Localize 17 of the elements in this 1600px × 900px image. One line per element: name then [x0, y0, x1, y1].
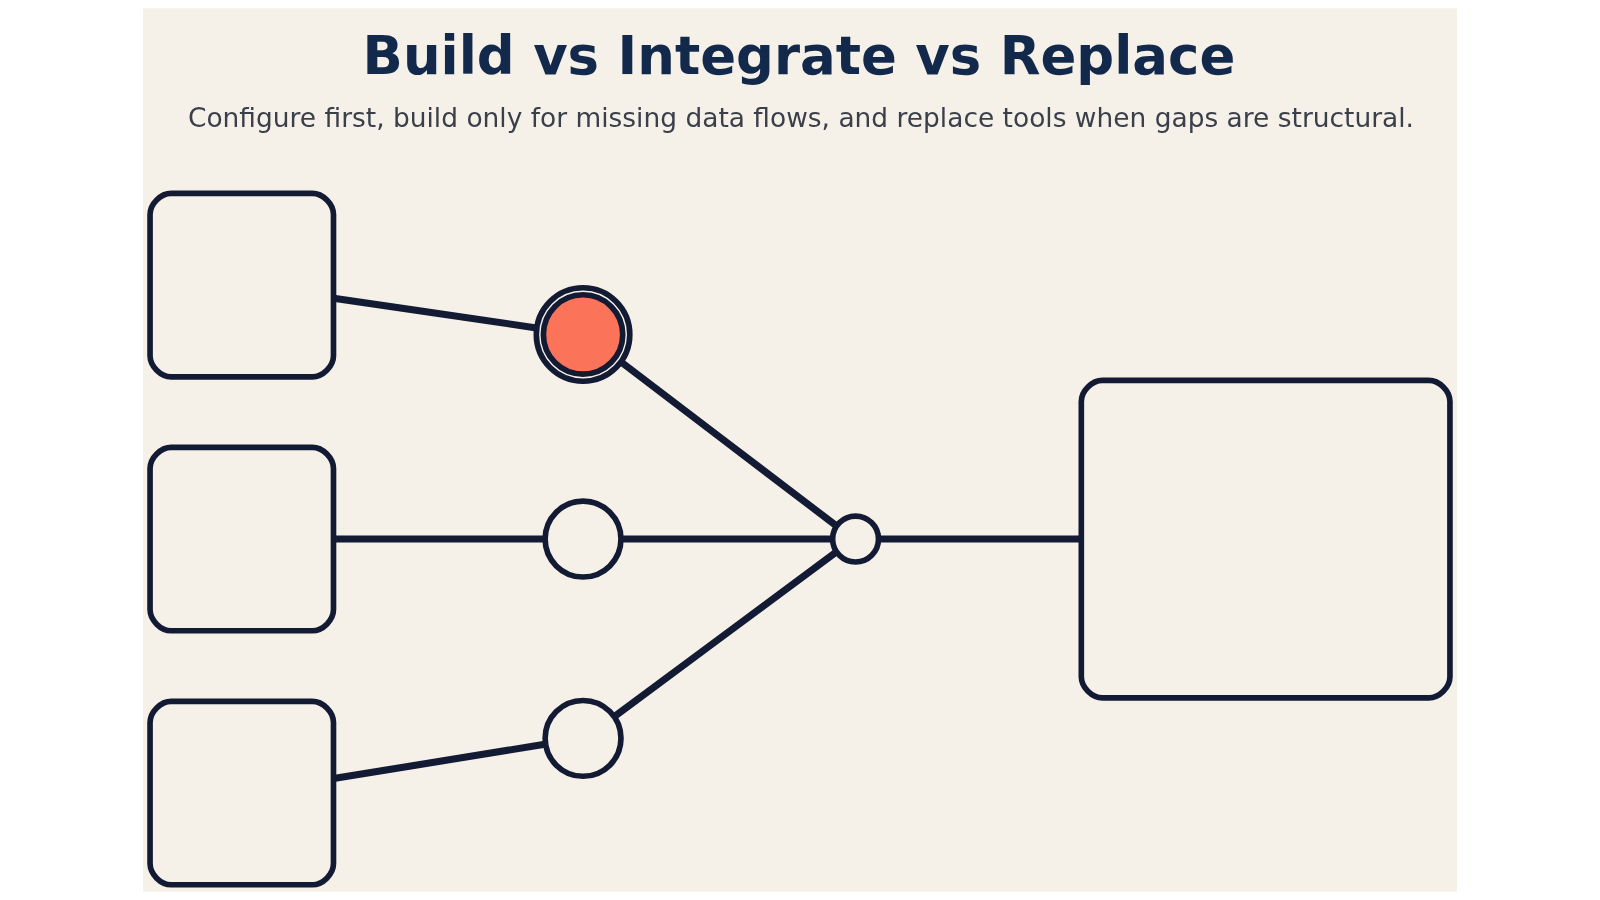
connector — [621, 535, 833, 543]
node-circle — [542, 697, 624, 780]
caption: Configure first, build only for missing data flows, and replace tools when gaps are structural. — [187, 102, 1415, 134]
connector — [333, 294, 537, 332]
connector — [612, 549, 839, 720]
connector — [333, 535, 545, 543]
connector — [878, 535, 1082, 543]
node-box — [147, 698, 337, 888]
diagram-title: Build vs Integrate vs Replace — [362, 25, 1236, 87]
connector — [618, 359, 839, 529]
node-circle — [542, 498, 624, 580]
connector — [333, 740, 546, 782]
node-box — [147, 190, 337, 380]
node-box — [1078, 377, 1453, 701]
node-box — [147, 444, 337, 634]
node-circle — [829, 513, 882, 565]
node-circle — [533, 284, 633, 385]
